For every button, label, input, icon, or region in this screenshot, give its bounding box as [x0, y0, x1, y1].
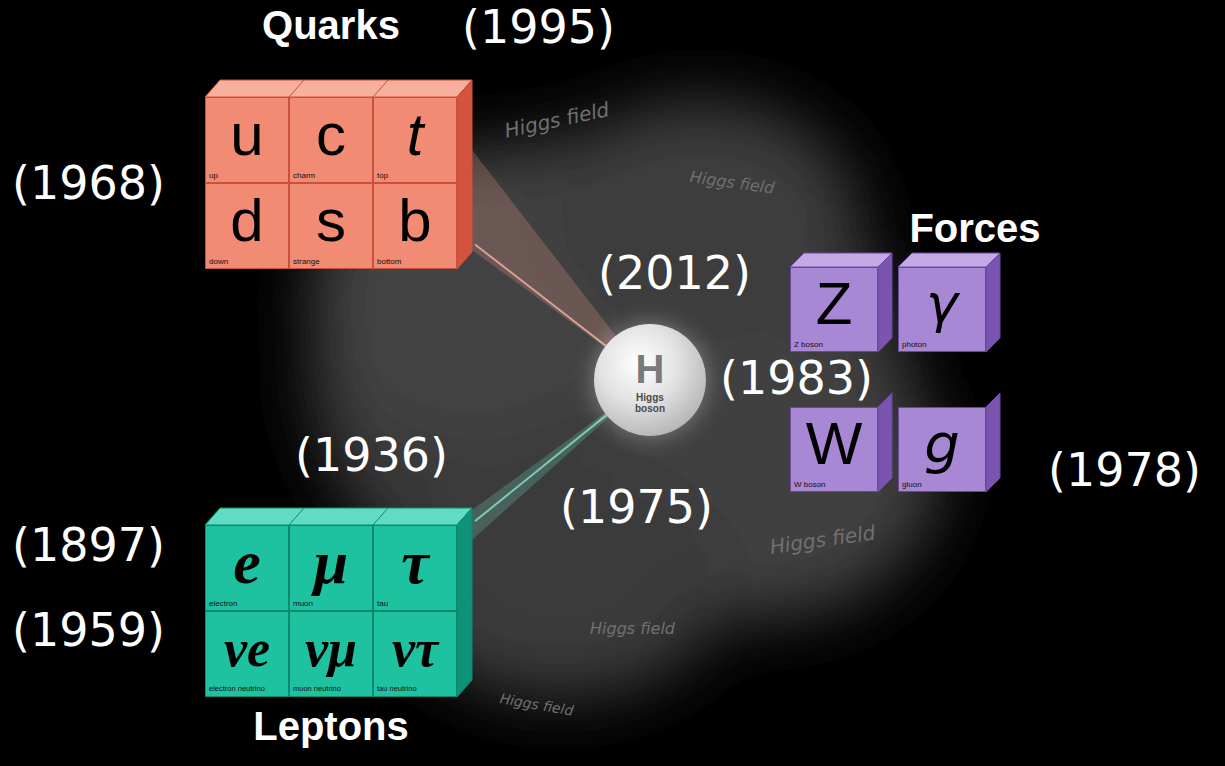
particle-cube: Z Z boson: [790, 267, 878, 352]
higgs-name: Higgs boson: [628, 392, 672, 415]
cube-side-face: [457, 508, 472, 697]
particle-cube: t top: [373, 97, 457, 183]
cube-side-face: [457, 80, 472, 269]
cube-top-face: [205, 80, 472, 97]
cube-top-face: [898, 253, 1000, 267]
particle-symbol: μ: [314, 527, 348, 598]
particle-cube: μmuon: [289, 525, 373, 611]
particle-cube: τ tau: [373, 525, 457, 611]
discovery-year: (1959): [12, 605, 165, 656]
particle-symbol: e: [233, 527, 261, 598]
particle-symbol: u: [230, 100, 263, 169]
cube-side-face: [986, 253, 1000, 352]
cube-top-face: [790, 253, 892, 267]
cube-edge: [373, 80, 388, 97]
particle-cube: W W boson: [790, 407, 878, 492]
cube-edge: [289, 80, 304, 97]
particle-name: bottom: [377, 257, 401, 266]
cube-edge: [373, 508, 388, 525]
discovery-year: (1978): [1048, 445, 1201, 496]
particle-name: top: [377, 171, 388, 180]
particle-symbol: ντ: [392, 619, 438, 679]
particle-cube: b bottom: [373, 183, 457, 269]
particle-cube: νe electron neutrino: [205, 611, 289, 697]
group-heading: Leptons: [253, 703, 409, 749]
particle-name: W boson: [794, 480, 826, 489]
particle-cube: ddown: [205, 183, 289, 269]
particle-name: tau neutrino: [377, 685, 417, 694]
discovery-year: (1995): [462, 2, 615, 53]
particle-symbol: γ: [926, 273, 958, 335]
discovery-year: (1975): [560, 482, 713, 533]
group-heading: Quarks: [262, 2, 400, 48]
higgs-field-cloud: [310, 100, 940, 700]
particle-cube: γphoton: [898, 267, 986, 352]
particle-symbol: t: [407, 100, 424, 169]
particle-cube: νμ muon neutrino: [289, 611, 373, 697]
cube-side-face: [878, 393, 892, 492]
particle-cube: ggluon: [898, 407, 986, 492]
particle-cube: s strange: [289, 183, 373, 269]
discovery-year: (1983): [720, 353, 873, 404]
particle-symbol: νe: [224, 619, 270, 679]
particle-symbol: s: [316, 186, 346, 255]
particle-name: electron: [209, 599, 237, 608]
cube-edge: [457, 166, 472, 183]
cube-side-face: [986, 393, 1000, 492]
particle-name: Z boson: [794, 340, 823, 349]
particle-group: ForcesZ Z boson γphotonW W boson ggluon: [770, 205, 1045, 492]
particle-cube: u up: [205, 97, 289, 183]
particle-cube: ccharm: [289, 97, 373, 183]
higgs-symbol: H: [636, 346, 665, 392]
higgs-sphere: HHiggs boson: [594, 324, 706, 436]
discovery-year: (1936): [295, 430, 448, 481]
particle-symbol: νμ: [305, 619, 357, 679]
particle-name: strange: [293, 257, 320, 266]
particle-group: Leptonseelectronμmuonτtauνeelectron neut…: [200, 503, 475, 761]
cube-edge: [457, 594, 472, 611]
particle-cube: ντ tau neutrino: [373, 611, 457, 697]
particle-symbol: b: [398, 186, 431, 255]
discovery-year: (2012): [598, 248, 751, 299]
particle-name: gluon: [902, 480, 922, 489]
particle-name: muon: [293, 599, 313, 608]
particle-name: electron neutrino: [209, 685, 265, 694]
particle-symbol: c: [316, 100, 346, 169]
group-heading: Forces: [909, 205, 1040, 251]
particle-symbol: W: [806, 409, 863, 478]
cube-edge: [289, 508, 304, 525]
discovery-year: (1897): [12, 520, 165, 571]
particle-name: tau: [377, 599, 388, 608]
particle-name: photon: [902, 340, 926, 349]
particle-name: muon neutrino: [293, 685, 341, 694]
particle-cube: eelectron: [205, 525, 289, 611]
cube-top-face: [205, 508, 472, 525]
higgs-link: [475, 244, 606, 345]
discovery-year: (1968): [12, 158, 165, 209]
particle-name: down: [209, 257, 228, 266]
particle-symbol: d: [230, 186, 263, 255]
particle-symbol: g: [924, 412, 960, 476]
particle-group: Quarksuupccharmttopddownsstrangebbottom: [200, 2, 475, 274]
particle-name: charm: [293, 171, 315, 180]
particle-symbol: Z: [816, 269, 853, 338]
particle-symbol: τ: [401, 527, 429, 598]
cube-side-face: [878, 253, 892, 352]
watermark-text: Higgs field: [590, 620, 675, 638]
particle-name: up: [209, 171, 218, 180]
